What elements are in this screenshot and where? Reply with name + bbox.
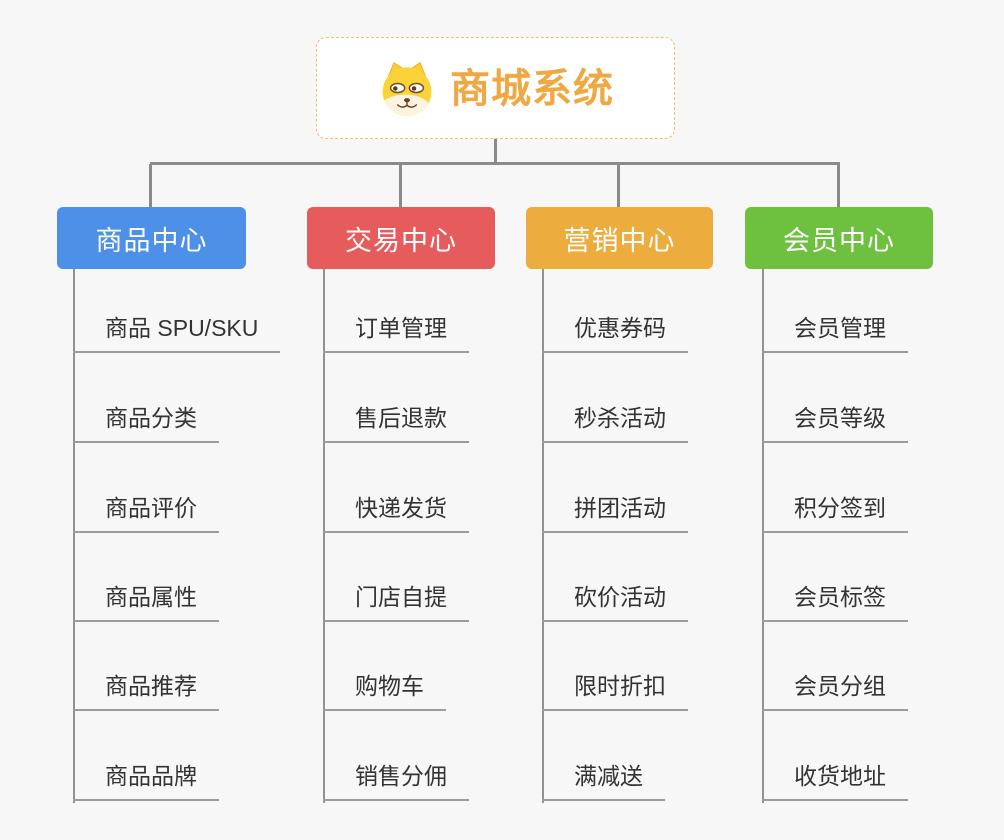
child-node[interactable]: 商品评价: [73, 495, 219, 533]
connector-drop: [837, 164, 840, 208]
branch-label: 交易中心: [345, 225, 457, 256]
child-node[interactable]: 购物车: [323, 673, 446, 711]
child-node[interactable]: 商品推荐: [73, 673, 219, 711]
child-node[interactable]: 砍价活动: [542, 584, 688, 622]
child-node[interactable]: 秒杀活动: [542, 405, 688, 443]
branch-node-trade[interactable]: 交易中心: [307, 207, 495, 269]
root-title: 商城系统: [450, 67, 614, 111]
branch-label: 会员中心: [783, 225, 895, 256]
child-node[interactable]: 优惠券码: [542, 315, 688, 353]
child-node[interactable]: 会员标签: [762, 584, 908, 622]
connector-bus-line: [150, 162, 840, 165]
branch-node-product[interactable]: 商品中心: [57, 207, 246, 269]
shiba-dog-icon: [382, 61, 432, 117]
branch-node-marketing[interactable]: 营销中心: [526, 207, 713, 269]
child-node[interactable]: 会员分组: [762, 673, 908, 711]
child-node[interactable]: 销售分佣: [323, 763, 469, 801]
child-node[interactable]: 积分签到: [762, 495, 908, 533]
connector-drop: [149, 164, 152, 208]
child-node[interactable]: 会员等级: [762, 405, 908, 443]
child-node[interactable]: 拼团活动: [542, 495, 688, 533]
child-node[interactable]: 满减送: [542, 763, 665, 801]
root-node[interactable]: 商城系统: [316, 37, 675, 139]
child-node[interactable]: 售后退款: [323, 405, 469, 443]
child-node[interactable]: 商品品牌: [73, 763, 219, 801]
child-node[interactable]: 订单管理: [323, 315, 469, 353]
branch-node-member[interactable]: 会员中心: [745, 207, 933, 269]
branch-label: 商品中心: [95, 225, 208, 256]
column-spine: [323, 269, 325, 803]
branch-label: 营销中心: [563, 225, 676, 256]
child-node[interactable]: 收货地址: [762, 763, 908, 801]
child-node[interactable]: 快递发货: [323, 495, 469, 533]
connector-root-stub: [494, 139, 497, 164]
child-node[interactable]: 限时折扣: [542, 673, 688, 711]
child-node[interactable]: 商品属性: [73, 584, 219, 622]
column-spine: [762, 269, 764, 803]
connector-drop: [399, 164, 402, 208]
child-node[interactable]: 商品 SPU/SKU: [73, 315, 281, 353]
column-spine: [73, 269, 75, 803]
column-spine: [542, 269, 544, 803]
child-node[interactable]: 商品分类: [73, 405, 219, 443]
child-node[interactable]: 门店自提: [323, 584, 469, 622]
connector-drop: [617, 164, 620, 208]
child-node[interactable]: 会员管理: [762, 315, 908, 353]
